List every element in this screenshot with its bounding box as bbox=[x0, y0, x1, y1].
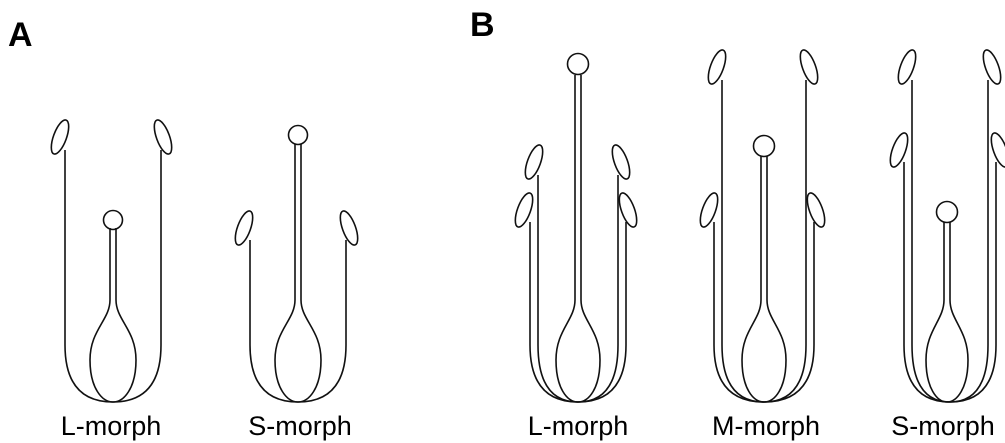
stamen-filament bbox=[722, 80, 806, 402]
stamen-filament bbox=[65, 150, 161, 402]
stigma bbox=[104, 211, 123, 230]
anther bbox=[797, 48, 822, 86]
anther bbox=[609, 143, 634, 181]
stigma bbox=[289, 126, 308, 145]
pistil-style-ovary bbox=[90, 228, 136, 402]
anther bbox=[616, 191, 641, 229]
stigma bbox=[754, 136, 775, 157]
anther bbox=[697, 191, 722, 229]
stamen-filament bbox=[538, 175, 618, 402]
anther bbox=[512, 191, 537, 229]
anther bbox=[887, 131, 912, 169]
stamen-filament bbox=[250, 240, 346, 402]
flower-a-s-morph bbox=[232, 126, 362, 403]
anther bbox=[804, 191, 829, 229]
stigma bbox=[568, 54, 589, 75]
stigma bbox=[937, 202, 958, 223]
anther bbox=[232, 209, 257, 247]
morph-label-a-l: L-morph bbox=[61, 413, 162, 440]
morph-label-b-s: S-morph bbox=[891, 413, 995, 440]
pistil-style-ovary bbox=[742, 156, 786, 402]
flower-b-l-morph bbox=[512, 54, 641, 403]
flower-b-m-morph bbox=[697, 48, 829, 402]
morph-label-a-s: S-morph bbox=[248, 413, 352, 440]
anther bbox=[151, 118, 176, 156]
pistil-style-ovary bbox=[275, 144, 321, 402]
anther bbox=[337, 209, 362, 247]
anther bbox=[895, 48, 920, 86]
flower-a-l-morph bbox=[48, 118, 176, 402]
anther bbox=[522, 143, 547, 181]
flower-b-s-morph bbox=[887, 48, 1005, 402]
morph-label-b-m: M-morph bbox=[712, 413, 820, 440]
stamen-filament bbox=[530, 222, 626, 402]
pistil-style-ovary bbox=[556, 75, 600, 402]
stamen-filament bbox=[714, 222, 814, 402]
pistil-style-ovary bbox=[926, 222, 968, 402]
anther bbox=[48, 118, 73, 156]
anther bbox=[705, 48, 730, 86]
morph-label-b-l: L-morph bbox=[528, 413, 629, 440]
anther bbox=[980, 48, 1005, 86]
